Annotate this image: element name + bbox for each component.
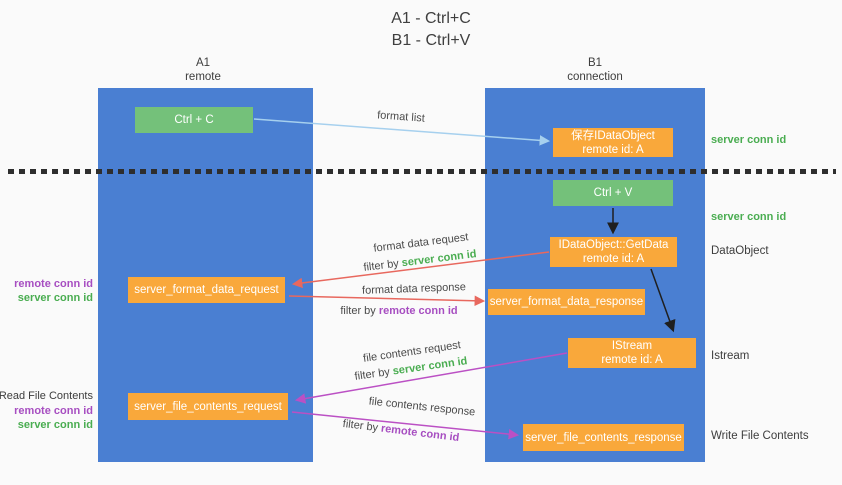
filter-prefix: filter by [362, 257, 400, 274]
node-server-file-contents-response-label: server_file_contents_response [525, 431, 682, 444]
node-server-format-data-request: server_format_data_request [128, 277, 285, 303]
column-b1-name: B1 [587, 57, 603, 69]
node-idataobject-getdata-line1: IDataObject::GetData [558, 239, 669, 251]
left-annotation-conn-ids-1: remote conn id server conn id [14, 278, 93, 305]
filter-prefix: filter by [353, 366, 391, 383]
right-annotation-dataobject: DataObject [711, 245, 769, 257]
diagram-title: A1 - Ctrl+C B1 - Ctrl+V [356, 8, 506, 52]
session-divider-dotted-line [8, 169, 836, 174]
remote-conn-id-text: remote conn id [378, 305, 458, 317]
left-annotation-conn-ids-2: remote conn id server conn id [14, 405, 93, 432]
node-save-idataobject-line1: 保存IDataObject [571, 129, 655, 142]
node-server-format-data-request-label: server_format_data_request [134, 284, 279, 296]
edge-label-format-list: format list [376, 109, 426, 125]
right-annotation-server-conn-2: server conn id [711, 211, 787, 223]
write-file-contents-label: Write File Contents [711, 430, 809, 442]
edge-label-format-data-response: format data response [361, 281, 467, 297]
edge-label-file-contents-response: file contents response [368, 395, 476, 419]
node-idataobject-getdata: IDataObject::GetData remote id: A [550, 237, 677, 267]
node-save-idataobject: 保存IDataObject remote id: A [553, 128, 673, 157]
column-header-a1: A1 remote [143, 56, 263, 84]
node-ctrl-v-label: Ctrl + V [593, 187, 633, 199]
node-server-format-data-response: server_format_data_response [488, 289, 645, 315]
read-file-contents-label: Read File Contents [0, 390, 93, 402]
node-ctrl-v: Ctrl + V [553, 180, 673, 206]
remote-conn-id-label: remote conn id [14, 405, 93, 417]
format-data-response-arrow [288, 295, 486, 307]
column-header-b1: B1 connection [535, 56, 655, 84]
node-idataobject-getdata-line2: remote id: A [582, 253, 645, 265]
column-a1-name: A1 [195, 57, 211, 69]
node-istream: IStream remote id: A [568, 338, 696, 368]
remote-conn-id-text: remote conn id [380, 422, 460, 445]
title-line-2: B1 - Ctrl+V [391, 32, 471, 49]
column-a1-role: remote [185, 71, 221, 83]
right-annotation-istream: Istream [711, 350, 750, 362]
node-server-file-contents-request-label: server_file_contents_request [134, 400, 282, 413]
title-line-1: A1 - Ctrl+C [391, 10, 471, 27]
filter-prefix: filter by [340, 305, 376, 317]
right-annotation-server-conn-1: server conn id [711, 134, 787, 146]
server-conn-id-label: server conn id [17, 418, 93, 431]
node-ctrl-c: Ctrl + C [135, 107, 253, 133]
node-server-file-contents-response: server_file_contents_response [523, 424, 684, 451]
node-istream-line2: remote id: A [601, 354, 663, 366]
filter-prefix: filter by [342, 417, 379, 435]
column-b1-role: connection [567, 71, 623, 83]
node-ctrl-c-label: Ctrl + C [174, 114, 214, 126]
node-server-format-data-response-label: server_format_data_response [489, 296, 644, 308]
server-conn-id-text: server conn id [401, 248, 478, 270]
node-save-idataobject-line2: remote id: A [582, 143, 644, 156]
remote-conn-id-label: remote conn id [14, 278, 93, 290]
server-conn-id-label: server conn id [17, 291, 93, 304]
node-server-file-contents-request: server_file_contents_request [128, 393, 288, 420]
node-istream-line1: IStream [611, 340, 653, 352]
